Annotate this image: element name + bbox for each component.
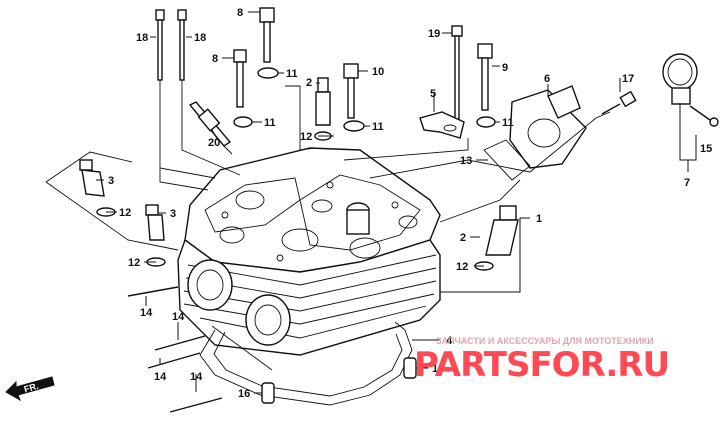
leader-lines (45, 11, 697, 394)
spark-plug (188, 101, 233, 155)
front-arrow: FR. (5, 376, 55, 402)
callout-16-b: 16 (238, 388, 250, 400)
head-gasket (199, 321, 413, 406)
long-bolts (155, 9, 241, 179)
insulator-gasket (483, 139, 531, 181)
bolt-17 (601, 90, 637, 115)
bolt-10 (343, 63, 365, 132)
valve-guide-3-b (145, 204, 166, 267)
valve-guide-3-a (79, 159, 116, 217)
callout-9: 9 (502, 62, 508, 74)
callout-14-d: 14 (190, 371, 203, 383)
callout-12-right: 12 (456, 261, 468, 273)
watermark-caption: ЗАПЧАСТИ И АКСЕССУАРЫ ДЛЯ МОТОТЕХНИКИ (436, 336, 654, 346)
dowel-pins (261, 357, 417, 404)
bolt-8-upper (257, 7, 279, 79)
callout-4: 4 (446, 335, 453, 347)
callout-7: 7 (684, 177, 690, 189)
callout-labels: 18 18 8 8 11 11 20 2 12 10 11 19 5 9 11 … (108, 7, 712, 400)
front-arrow-label: FR. (23, 381, 40, 395)
callout-14-a: 14 (140, 307, 153, 319)
callout-18-left: 18 (136, 32, 148, 44)
stud-bolts (127, 286, 273, 413)
callout-11-c: 11 (372, 121, 384, 133)
cylinder-head (177, 147, 441, 356)
callout-13: 13 (460, 155, 472, 167)
callout-10: 10 (372, 66, 384, 78)
callout-11-d: 11 (502, 117, 514, 129)
callout-11-b: 11 (264, 117, 276, 129)
callout-12-a: 12 (119, 207, 131, 219)
callout-14-b: 14 (172, 311, 185, 323)
callout-14-c: 14 (154, 371, 167, 383)
intake-insulator (509, 85, 587, 169)
callout-12-b: 12 (128, 257, 140, 269)
clip-5 (419, 111, 465, 139)
callout-8-upper: 8 (237, 7, 243, 19)
valve-guide-2-upper (314, 77, 332, 141)
callout-19: 19 (428, 28, 440, 40)
watermark-brand: PARTSFOR.RU (414, 345, 669, 385)
watermark: ЗАПЧАСТИ И АКСЕССУАРЫ ДЛЯ МОТОТЕХНИКИ PA… (414, 336, 670, 385)
callout-15: 15 (700, 143, 712, 155)
callout-2-upper: 2 (306, 77, 312, 89)
callout-12-upper: 12 (300, 131, 312, 143)
callout-3-b: 3 (170, 208, 176, 220)
callout-2-right: 2 (460, 232, 466, 244)
callout-8-lower: 8 (212, 53, 218, 65)
callout-17: 17 (622, 73, 634, 85)
callout-5: 5 (430, 88, 436, 100)
bolt-8-lower (233, 49, 253, 128)
callout-18-right: 18 (194, 32, 206, 44)
hose-clamp (662, 53, 719, 127)
callout-16-a: 16 (432, 363, 444, 375)
callout-11-a: 11 (286, 68, 298, 80)
valve-guide-2-right (474, 205, 519, 271)
callout-1: 1 (536, 213, 542, 225)
callout-3-a: 3 (108, 175, 114, 187)
callout-20: 20 (208, 137, 220, 149)
bolt-9 (476, 43, 496, 128)
bolt-19 (451, 25, 463, 121)
callout-6: 6 (544, 73, 550, 85)
